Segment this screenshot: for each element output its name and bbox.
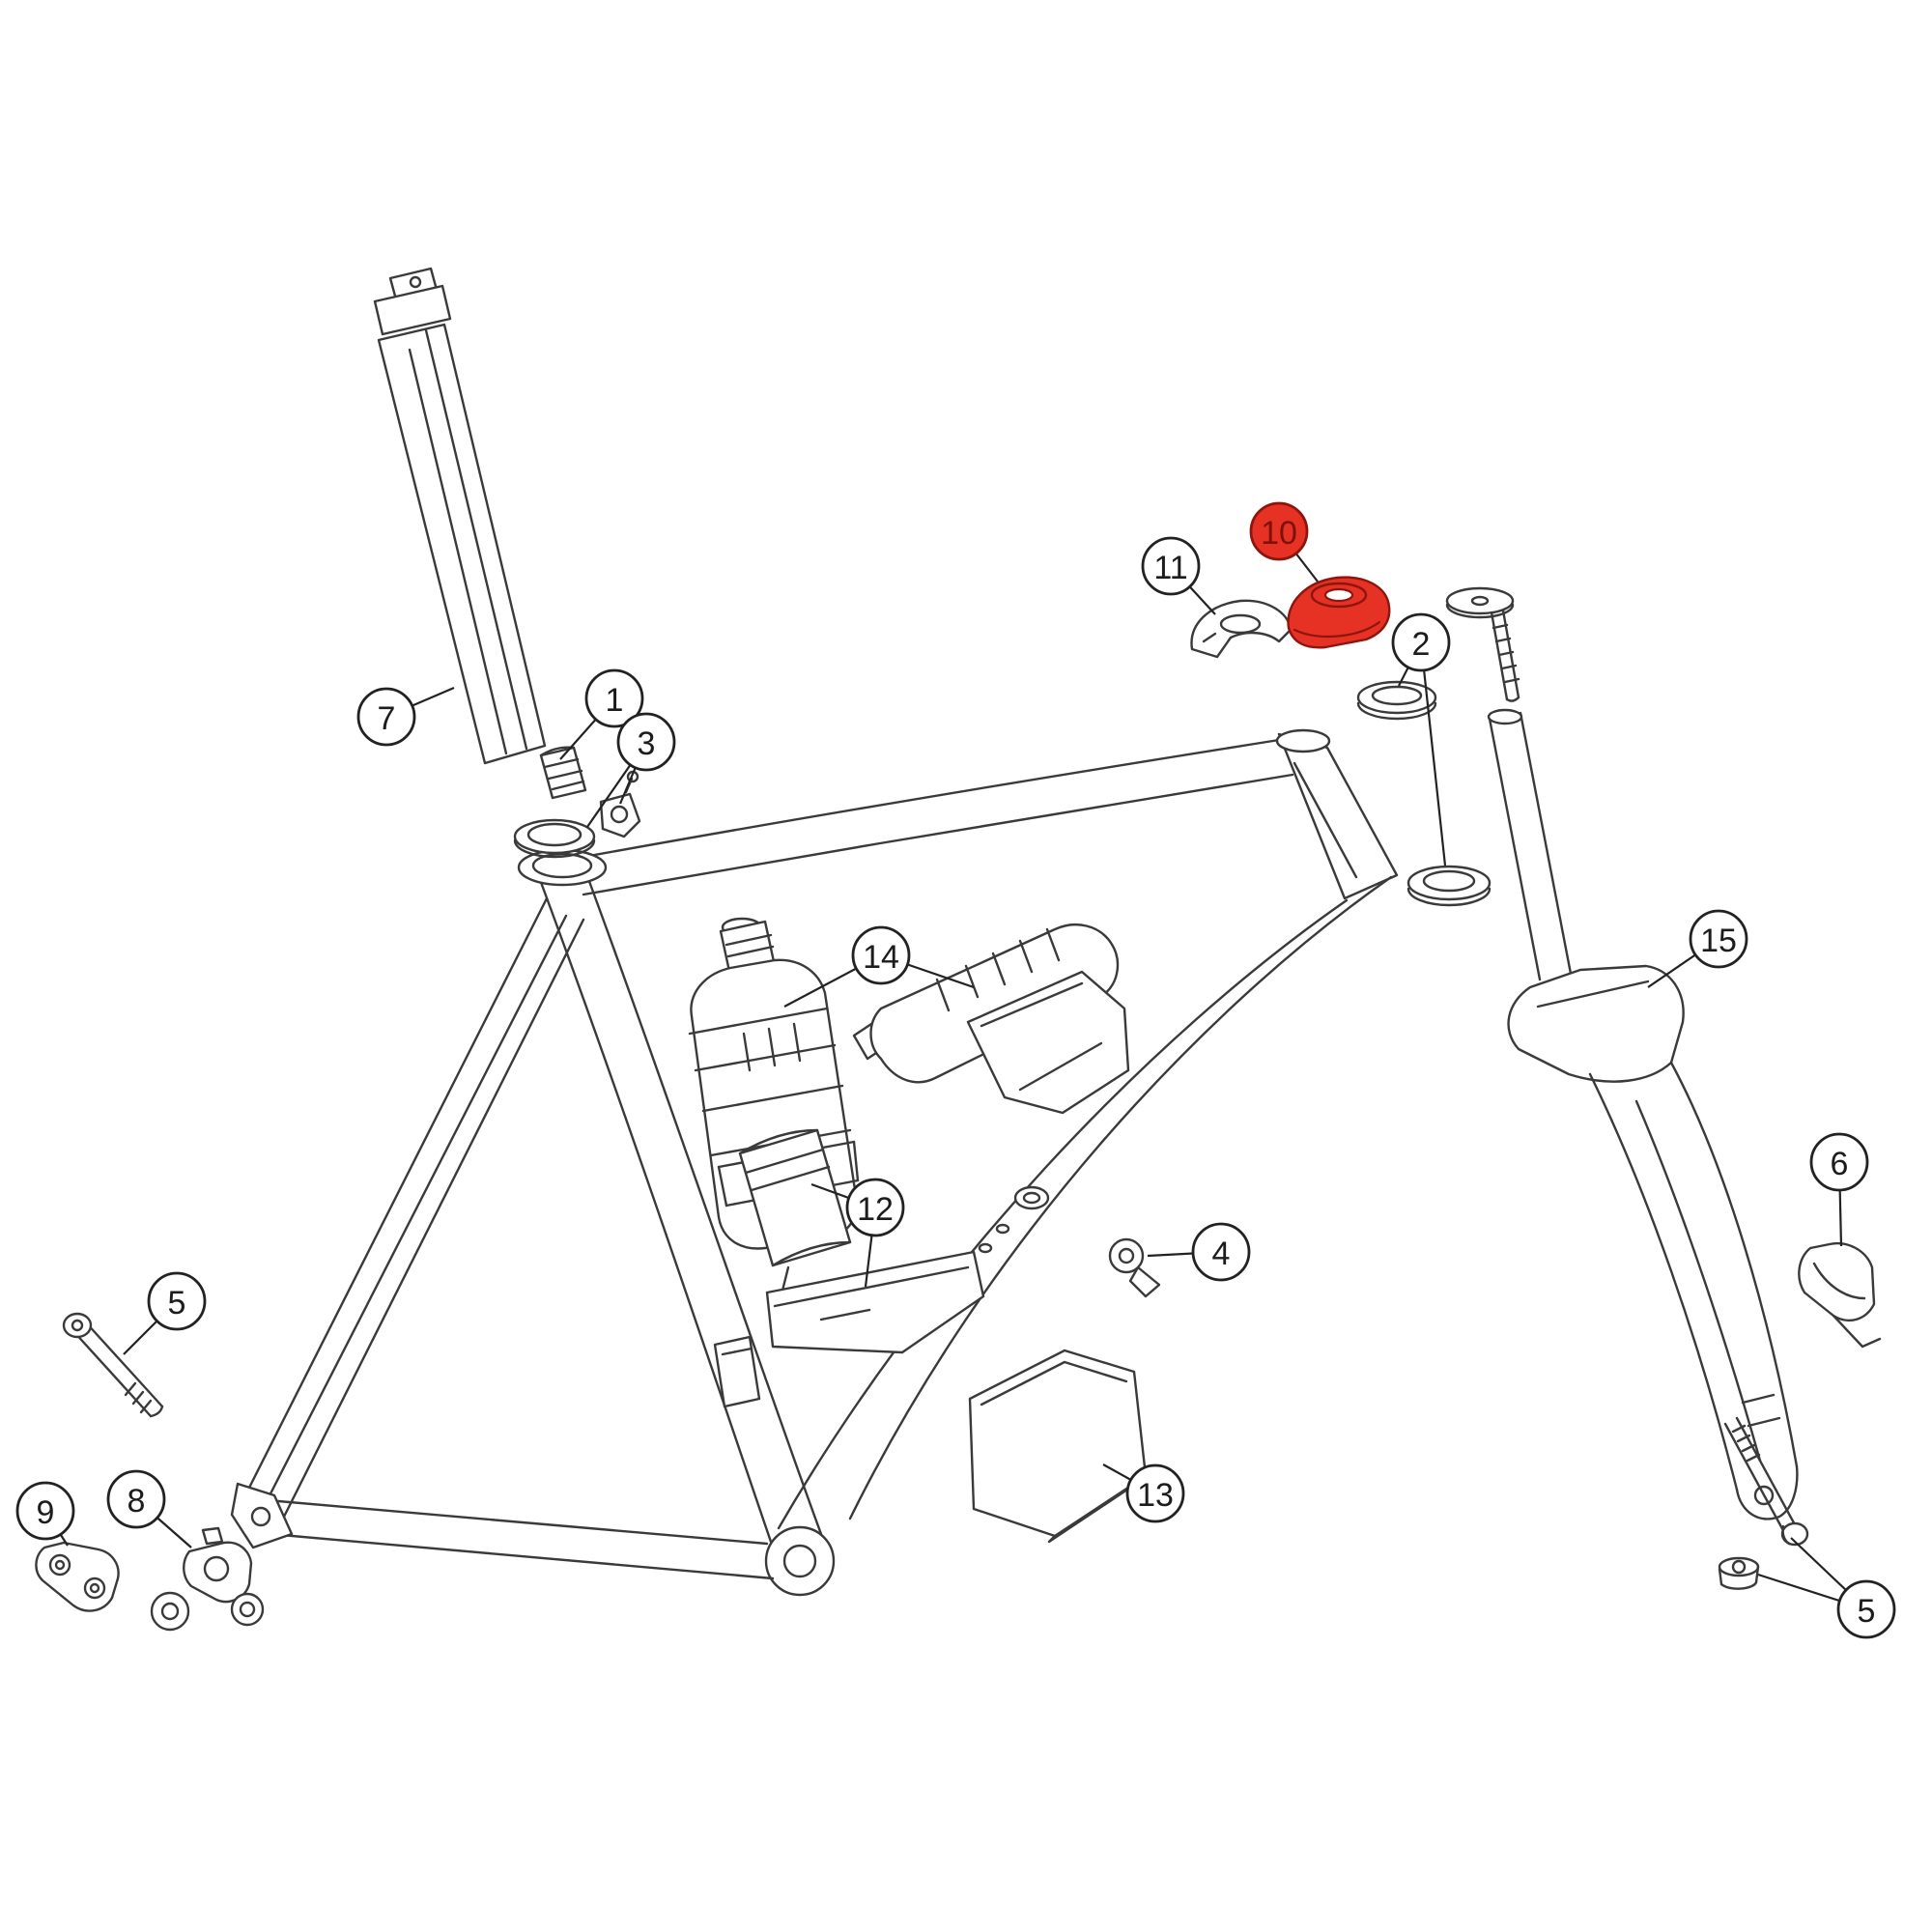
callout-circle-10-highlighted — [1249, 501, 1309, 561]
callout-circle-9 — [15, 1481, 75, 1541]
callout-number-6: 6 — [1831, 1146, 1849, 1182]
callout-circle-2 — [1391, 612, 1451, 672]
callout-number-11: 11 — [1153, 550, 1187, 586]
callout-circle-6 — [1809, 1132, 1869, 1192]
chain-catcher — [1108, 1237, 1161, 1298]
callout-number-8: 8 — [128, 1483, 146, 1520]
storage-door — [968, 1349, 1148, 1544]
callout-number-9: 9 — [37, 1494, 55, 1531]
callout-circle-1 — [584, 668, 644, 728]
callout-circle-15 — [1689, 909, 1748, 969]
callouts-layer: 7 13 11 10 2 15 6 14 12 4 13 5 5 9 8 — [15, 501, 1896, 1639]
callout-circle-3 — [616, 712, 676, 772]
callout-number-14: 14 — [863, 939, 899, 976]
callout-circle-5 — [147, 1271, 207, 1331]
frame — [230, 728, 1399, 1597]
headset-top-cover — [1190, 599, 1293, 659]
callout-number-4: 4 — [1212, 1236, 1231, 1272]
headset-cone-highlighted — [1287, 576, 1391, 649]
callout-circle-11 — [1141, 536, 1201, 596]
callout-number-5: 5 — [1858, 1593, 1876, 1630]
callout-circle-14 — [851, 925, 911, 985]
callout-number-2: 2 — [1412, 626, 1431, 663]
seat-collar-parts — [513, 770, 641, 859]
callout-number-12: 12 — [857, 1191, 894, 1228]
cover-plates — [765, 1250, 985, 1354]
callout-number-7: 7 — [378, 700, 396, 737]
callout-circle-12 — [845, 1178, 905, 1237]
callout-number-5: 5 — [168, 1285, 186, 1321]
thru-axle-left — [62, 1312, 164, 1418]
thru-axle-right — [1718, 1416, 1809, 1590]
headset-bearings — [1356, 680, 1492, 907]
callout-number-1: 1 — [606, 682, 624, 719]
top-cap-and-bolt — [1445, 586, 1520, 702]
callout-number-13: 13 — [1137, 1477, 1174, 1514]
callout-number-15: 15 — [1700, 923, 1737, 959]
callout-number-10: 10 — [1261, 515, 1297, 552]
callout-circle-13 — [1125, 1463, 1185, 1523]
derailleur-hanger-parts — [35, 1526, 265, 1632]
callout-circle-4 — [1191, 1222, 1251, 1282]
fork-bumper — [1798, 1241, 1882, 1349]
callout-circle-8 — [106, 1469, 166, 1529]
callout-circle-5 — [1836, 1579, 1896, 1639]
callout-number-3: 3 — [638, 725, 656, 762]
callout-leader-2 — [1419, 641, 1447, 867]
seatpost — [373, 267, 547, 765]
callout-circle-7 — [356, 687, 416, 747]
fork — [1487, 708, 1799, 1520]
